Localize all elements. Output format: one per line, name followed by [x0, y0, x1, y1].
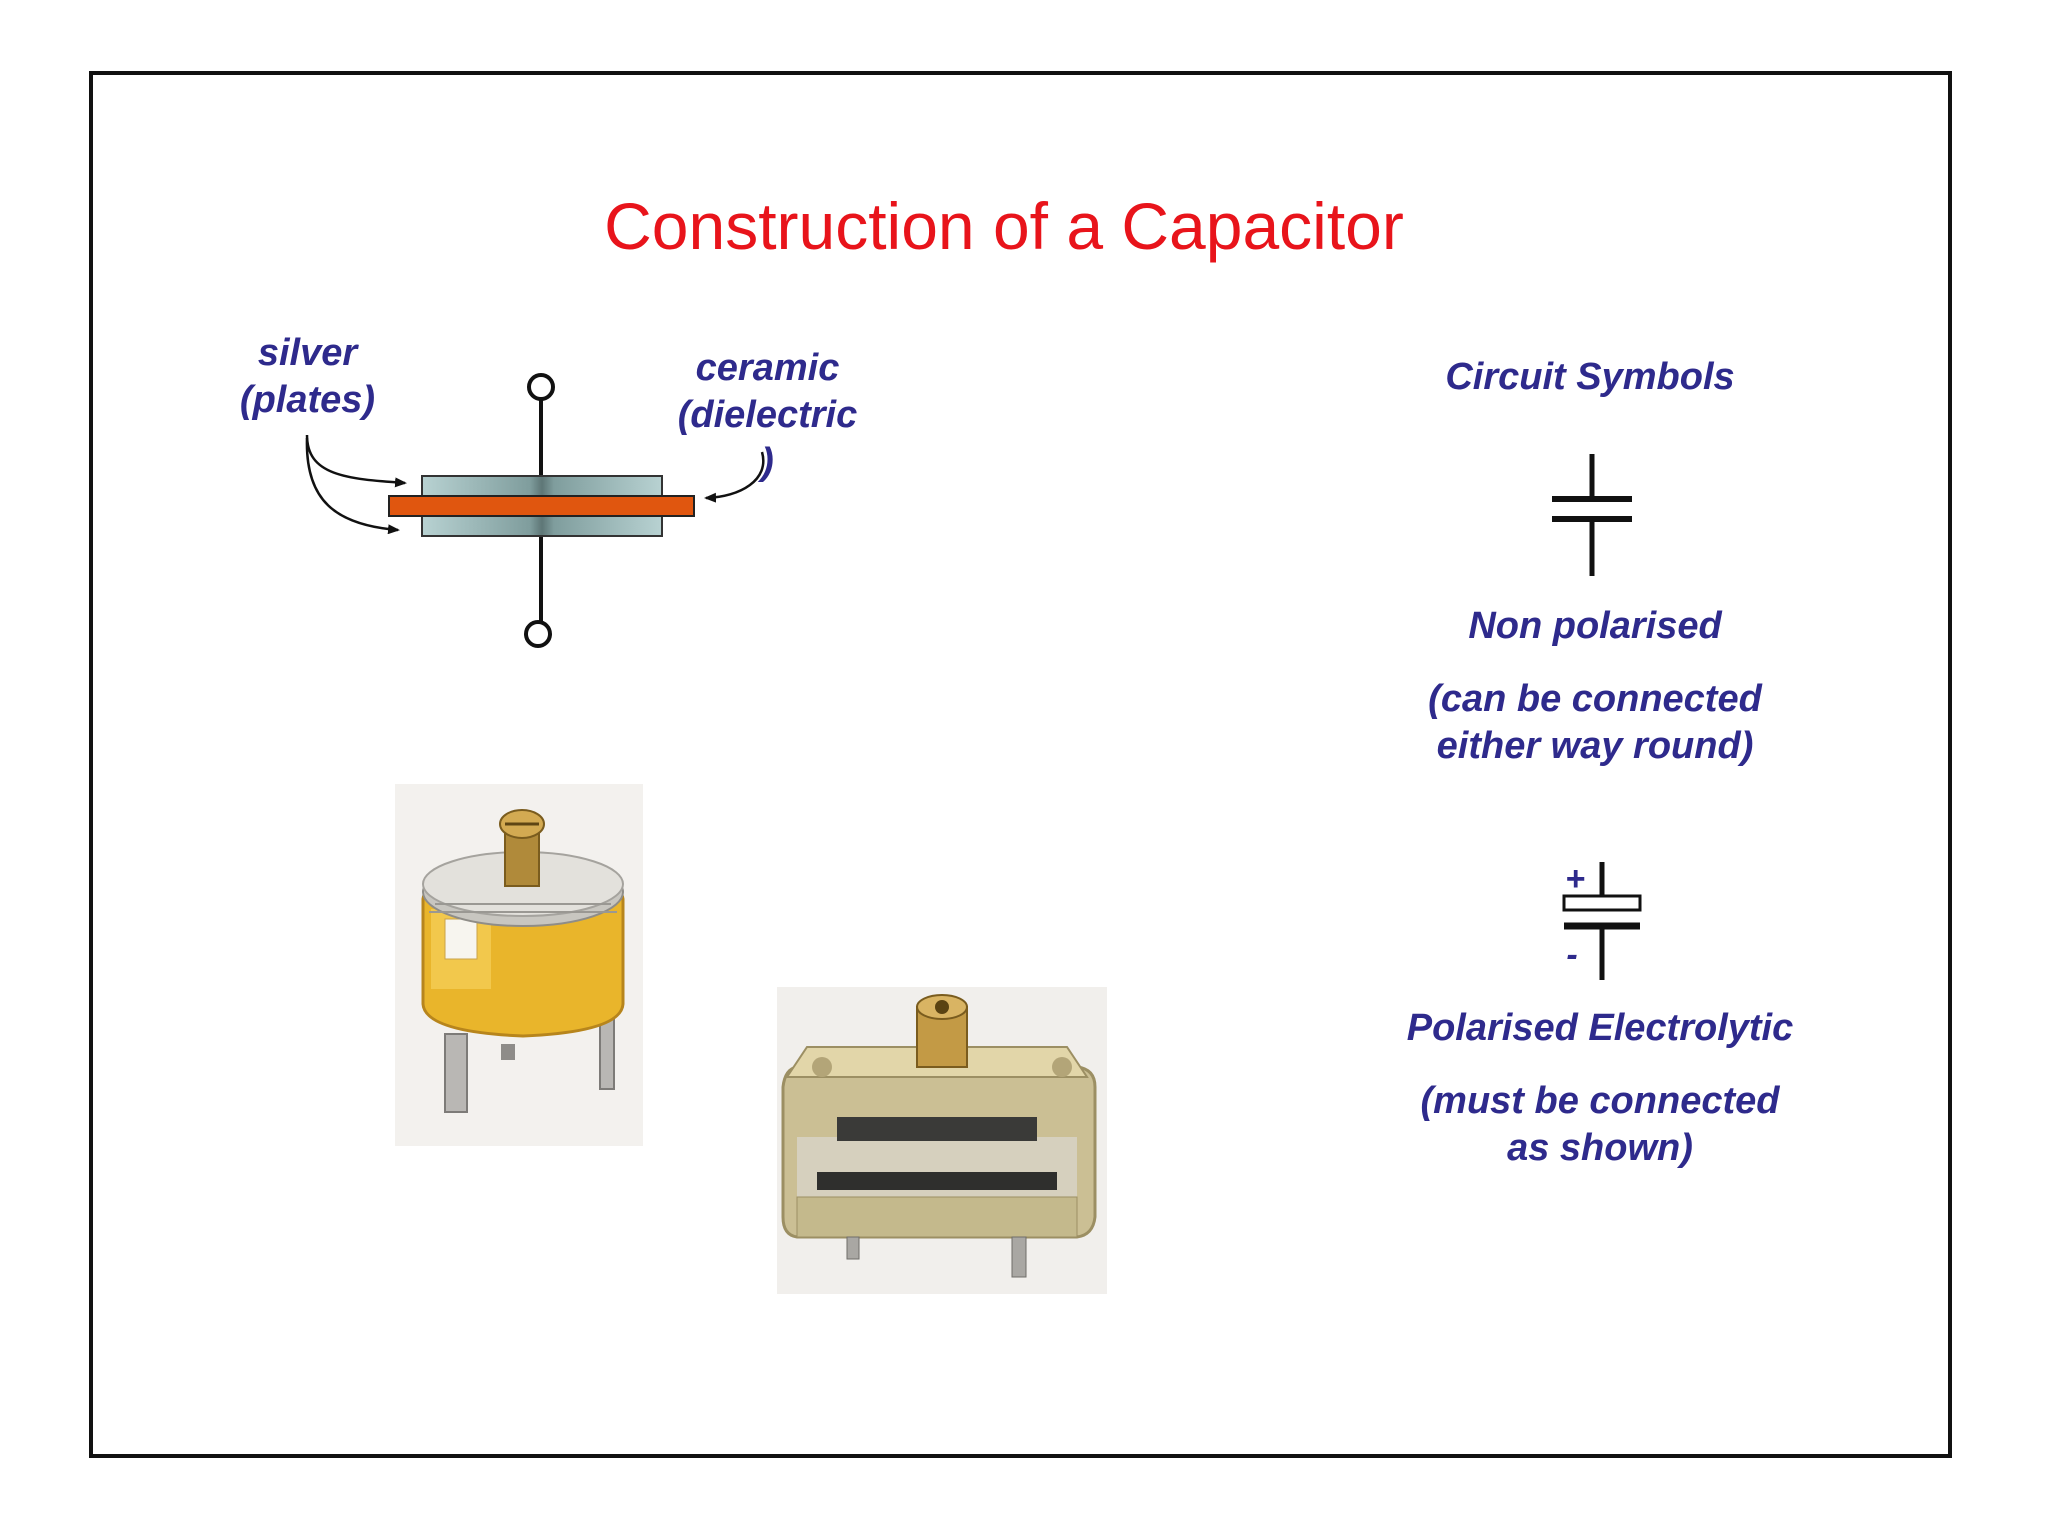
bottom-terminal — [524, 620, 552, 648]
non-polarised-note-line2: either way round) — [1436, 725, 1754, 767]
polarised-note-line2: as shown) — [1507, 1127, 1693, 1169]
polarised-note: (must be connected as shown) — [1380, 1078, 1820, 1172]
plus-sign: + — [1565, 860, 1585, 898]
slide-frame — [89, 71, 1952, 1458]
dielectric-label-line2: (dielectric — [677, 394, 858, 436]
dielectric-label: ceramic (dielectric ) — [665, 345, 870, 486]
plates-arrow-bottom — [305, 437, 400, 535]
non-polarised-capacitor-symbol — [1552, 454, 1632, 576]
non-polarised-note: (can be connected either way round) — [1390, 676, 1800, 770]
plates-label-line1: silver — [257, 332, 358, 374]
dielectric-label-line3: ) — [761, 441, 774, 483]
plates-label-line2: (plates) — [239, 379, 376, 421]
polarised-title: Polarised Electrolytic — [1406, 1007, 1794, 1049]
trimmer-capacitor-photo — [395, 784, 643, 1146]
top-terminal — [527, 373, 555, 401]
polarised-note-line1: (must be connected — [1420, 1080, 1780, 1122]
non-polarised-note-line1: (can be connected — [1428, 678, 1762, 720]
dielectric-layer — [388, 495, 695, 517]
plates-label: silver (plates) — [230, 330, 385, 424]
minus-sign: - — [1566, 936, 1578, 974]
plates-arrow-top — [305, 434, 407, 488]
dielectric-label-line1: ceramic — [695, 347, 840, 389]
pol-positive-plate — [1562, 894, 1642, 912]
bottom-plate — [421, 515, 663, 537]
polarised-capacitor-symbol — [1562, 862, 1642, 980]
slide-title: Construction of a Capacitor — [0, 186, 2048, 266]
air-variable-capacitor-photo — [777, 987, 1107, 1294]
circuit-symbols-heading: Circuit Symbols — [1445, 356, 1735, 398]
non-polarised-title: Non polarised — [1468, 605, 1722, 647]
top-plate — [421, 475, 663, 497]
slide-title-text: Construction of a Capacitor — [604, 189, 1404, 263]
dielectric-arrow — [704, 451, 765, 503]
